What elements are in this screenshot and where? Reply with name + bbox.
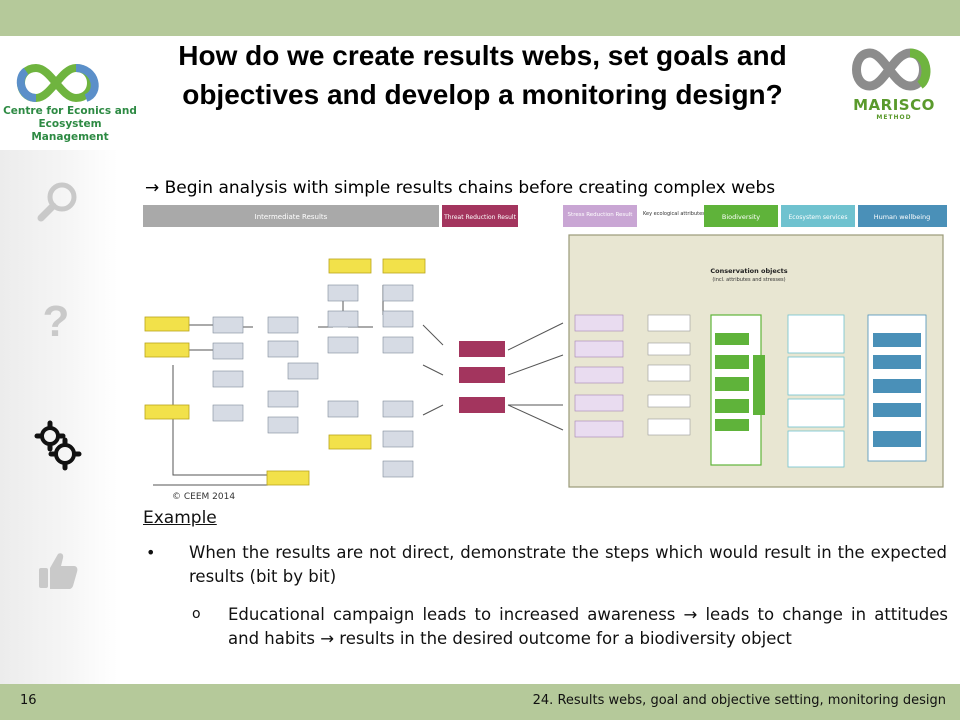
attribute-box	[647, 342, 691, 356]
ecosystem-service-box	[787, 430, 845, 468]
bullet-text: When the results are not direct, demonst…	[189, 543, 947, 586]
threat-reduction-box	[459, 367, 505, 383]
conservation-objects-subtitle: (incl. attributes and stresses)	[712, 277, 785, 283]
ceem-logo	[16, 63, 99, 103]
intermediate-result-box	[382, 284, 414, 302]
stress-reduction-box	[574, 314, 624, 332]
strategy-box	[382, 258, 426, 274]
intermediate-result-box	[267, 316, 299, 334]
strategy-box	[144, 342, 190, 358]
intermediate-result-box	[327, 284, 359, 302]
strategy-box	[144, 404, 190, 420]
thumbs-up-icon	[39, 553, 78, 589]
stress-reduction-box	[574, 340, 624, 358]
stress-reduction-box	[574, 394, 624, 412]
strategy-box	[266, 470, 310, 486]
intermediate-result-box	[267, 390, 299, 408]
svg-text:?: ?	[43, 297, 70, 344]
diagram-copyright: © CEEM 2014	[172, 492, 236, 502]
intermediate-result-box	[327, 336, 359, 354]
attribute-box	[647, 394, 691, 408]
magnifier-icon	[37, 182, 77, 222]
example-heading: Example	[143, 508, 217, 528]
header-ecosystem-label: Ecosystem services	[789, 214, 848, 221]
slide-subtitle: → Begin analysis with simple results cha…	[145, 178, 776, 198]
header-human-label: Human wellbeing	[874, 213, 931, 221]
attribute-box	[647, 364, 691, 382]
header-threat-label: Threat Reduction Result	[443, 214, 517, 221]
ecosystem-service-box	[787, 398, 845, 428]
intermediate-result-box	[267, 416, 299, 434]
header-intermediate-label: Intermediate Results	[255, 213, 328, 221]
strategy-box	[328, 434, 372, 450]
intermediate-result-box	[327, 400, 359, 418]
threat-reduction-box	[459, 341, 505, 357]
strategy-box	[328, 258, 372, 274]
ecosystem-service-box	[787, 314, 845, 354]
ceem-logo-text: Centre for Econics and Ecosystem Managem…	[3, 105, 137, 143]
intermediate-result-box	[382, 430, 414, 448]
slide-number: 16	[20, 693, 37, 708]
attribute-box	[647, 418, 691, 436]
biodiversity-object-box	[715, 399, 749, 413]
intermediate-result-box	[382, 336, 414, 354]
intermediate-result-box	[382, 400, 414, 418]
conservation-objects-title: Conservation objects	[710, 267, 787, 275]
attribute-box	[647, 314, 691, 332]
header-attributes-label: Key ecological attributes	[643, 211, 705, 217]
biodiversity-object-box	[715, 419, 749, 431]
intermediate-result-box	[382, 310, 414, 328]
header-stress-label: Stress Reduction Result	[568, 212, 634, 218]
biodiversity-object-box	[715, 355, 749, 369]
bullet-marker: •	[146, 543, 156, 562]
biodiversity-object-box	[715, 333, 749, 345]
marisco-logo	[852, 48, 931, 91]
sub-bullet-text: Educational campaign leads to increased …	[228, 605, 948, 648]
header-band-biodiversity	[704, 205, 778, 227]
intermediate-result-box	[212, 342, 244, 360]
footer-text: 24. Results webs, goal and objective set…	[532, 693, 946, 708]
footer-bar: 16 24. Results webs, goal and objective …	[0, 684, 960, 720]
header-band-ecosystem	[781, 205, 855, 227]
results-web-diagram: Intermediate Results Threat Reduction Re…	[143, 205, 947, 489]
question-mark-icon: ?	[43, 297, 70, 344]
sub-bullet-marker: o	[192, 606, 201, 622]
stress-reduction-box	[574, 420, 624, 438]
biodiversity-object-box	[715, 377, 749, 391]
marisco-subtitle: METHOD	[876, 114, 912, 121]
stress-reduction-box	[574, 366, 624, 384]
intermediate-result-box	[382, 460, 414, 478]
header-band-human	[858, 205, 947, 227]
slide-title: How do we create results webs, set goals…	[178, 40, 787, 110]
strategy-box	[144, 316, 190, 332]
human-wellbeing-box	[873, 403, 921, 417]
human-wellbeing-box	[873, 355, 921, 369]
intermediate-result-box	[212, 370, 244, 388]
header-band-stress	[563, 205, 637, 227]
intermediate-result-box	[212, 404, 244, 422]
top-bar	[0, 0, 960, 36]
intermediate-result-box	[212, 316, 244, 334]
human-wellbeing-box	[873, 379, 921, 393]
intermediate-result-box	[327, 310, 359, 328]
header-biodiversity-label: Biodiversity	[722, 213, 760, 221]
header-band-intermediate	[143, 205, 439, 227]
human-wellbeing-box	[873, 333, 921, 347]
header-band-threat	[442, 205, 518, 227]
ecosystem-service-box	[787, 356, 845, 396]
gears-icon	[34, 420, 82, 471]
human-wellbeing-box	[873, 431, 921, 447]
intermediate-result-box	[287, 362, 319, 380]
marisco-wordmark: MARISCO	[853, 96, 935, 114]
biodiversity-object-box	[753, 355, 765, 415]
intermediate-result-box	[267, 340, 299, 358]
threat-reduction-box	[459, 397, 505, 413]
left-rail	[0, 150, 118, 684]
